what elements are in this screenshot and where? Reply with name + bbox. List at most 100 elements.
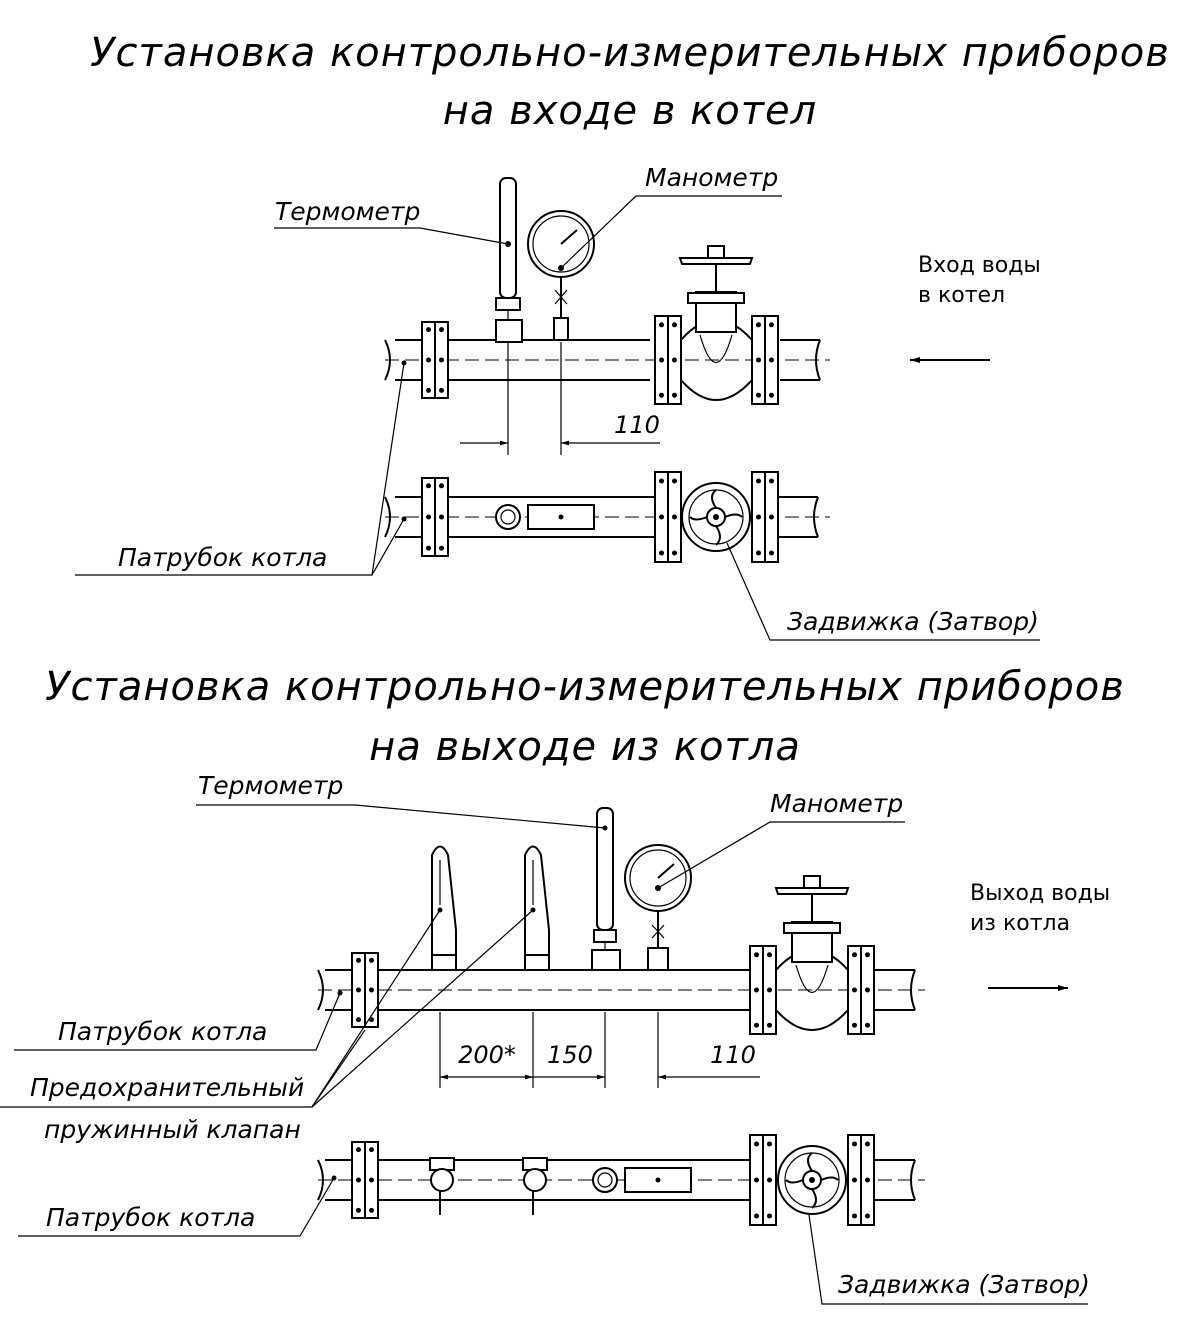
flange-bolt [439, 357, 444, 363]
flange-bolt [369, 1177, 374, 1183]
flange-bolt [659, 550, 664, 556]
top-dimension-110: 110 [614, 411, 660, 439]
flange-bolt [369, 1207, 374, 1213]
flange-bolt [852, 987, 857, 993]
flange-bolt [439, 545, 444, 551]
bottom-nozzle-label-plan: Патрубок котла [46, 1203, 255, 1232]
flange-bolt [426, 483, 431, 489]
bottom-manometer-label: Манометр [770, 789, 903, 818]
bottom-leaders [0, 804, 1088, 1305]
flange-bolt [672, 392, 677, 398]
flange-bolt [769, 322, 774, 328]
flange-bolt [756, 550, 761, 556]
bottom-safety-valve-line2: пружинный клапан [44, 1115, 301, 1144]
bottom-thermometer-label: Термометр [198, 771, 343, 800]
flange-bolt [672, 478, 677, 484]
bottom-safety-valve-line1: Предохранительный [30, 1073, 304, 1102]
flange-bolt [369, 987, 374, 993]
flange-bolt [865, 952, 870, 958]
flange-bolt [754, 987, 759, 993]
flange-bolt [852, 1141, 857, 1147]
flange-bolt [426, 545, 431, 551]
flange-bolt [754, 1141, 759, 1147]
top-flow-note-line2: в котел [918, 283, 1005, 308]
bottom-flow-note-line2: из котла [970, 911, 1070, 936]
flange-bolt [756, 478, 761, 484]
bottom-title-line2: на выходе из котла [369, 724, 801, 770]
flange-bolt [754, 1213, 759, 1219]
flange-bolt [767, 1141, 772, 1147]
flange-bolt [767, 1022, 772, 1028]
bottom-dimension-110: 110 [710, 1041, 756, 1069]
flange-bolt [865, 1213, 870, 1219]
flange-bolt [754, 1022, 759, 1028]
flange-bolt [659, 322, 664, 328]
flange-bolt [356, 1017, 361, 1023]
flange-bolt [852, 952, 857, 958]
top-thermometer-label: Термометр [275, 197, 420, 226]
flange-bolt [767, 987, 772, 993]
flange-bolt [672, 550, 677, 556]
bottom-title-line1: Установка контрольно-измерительных прибо… [45, 664, 1125, 710]
flange-bolt [852, 1022, 857, 1028]
flange-bolt [426, 357, 431, 363]
flange-bolt [852, 1213, 857, 1219]
flange-bolt [356, 1147, 361, 1153]
bottom-flow-note-line1: Выход воды [970, 881, 1110, 906]
flange-bolt [756, 322, 761, 328]
top-instrument-leaders [274, 195, 782, 269]
flange-bolt [356, 1207, 361, 1213]
flange-bolt [439, 387, 444, 393]
flange-bolt [439, 514, 444, 520]
bottom-nozzle-label: Патрубок котла [58, 1017, 267, 1046]
flange-bolt [672, 322, 677, 328]
top-elevation-view [384, 177, 990, 455]
top-nozzle-leaders [75, 360, 1040, 641]
flange-bolt [369, 957, 374, 963]
flange-bolt [756, 357, 761, 363]
top-nozzle-label: Патрубок котла [118, 543, 327, 572]
flange-bolt [672, 357, 677, 363]
flange-bolt [754, 952, 759, 958]
flange-bolt [426, 327, 431, 333]
flange-bolt [369, 1017, 374, 1023]
flange-bolt [767, 952, 772, 958]
flange-bolt [767, 1177, 772, 1183]
top-valve-label: Задвижка (Затвор) [787, 607, 1039, 636]
flange-bolt [356, 1177, 361, 1183]
bottom-elevation-view [317, 807, 1068, 1088]
flange-bolt [426, 514, 431, 520]
top-flow-note-line1: Вход воды [918, 253, 1041, 278]
top-title-line2: на входе в котел [443, 88, 817, 134]
top-manometer-label: Манометр [645, 163, 778, 192]
flange-bolt [769, 478, 774, 484]
flange-bolt [659, 478, 664, 484]
bottom-valve-label: Задвижка (Затвор) [838, 1270, 1090, 1299]
bottom-dimension-150: 150 [547, 1041, 593, 1069]
flange-bolt [769, 514, 774, 520]
flange-bolt [672, 514, 677, 520]
flange-bolt [865, 987, 870, 993]
flange-bolt [756, 392, 761, 398]
bottom-dimension-200: 200* [458, 1041, 516, 1069]
flange-bolt [356, 957, 361, 963]
flange-bolt [356, 987, 361, 993]
flange-bolt [769, 392, 774, 398]
flange-bolt [369, 1147, 374, 1153]
flange-bolt [865, 1022, 870, 1028]
flange-bolt [756, 514, 761, 520]
flange-bolt [769, 357, 774, 363]
flange-bolt [865, 1141, 870, 1147]
flange-bolt [767, 1213, 772, 1219]
flange-bolt [659, 392, 664, 398]
top-title-line1: Установка контрольно-измерительных прибо… [90, 30, 1170, 76]
flange-bolt [659, 357, 664, 363]
top-plan-view [384, 471, 830, 563]
flange-bolt [769, 550, 774, 556]
flange-bolt [426, 387, 431, 393]
flange-bolt [659, 514, 664, 520]
bottom-plan-view [317, 1134, 925, 1226]
flange-bolt [852, 1177, 857, 1183]
flange-bolt [439, 483, 444, 489]
